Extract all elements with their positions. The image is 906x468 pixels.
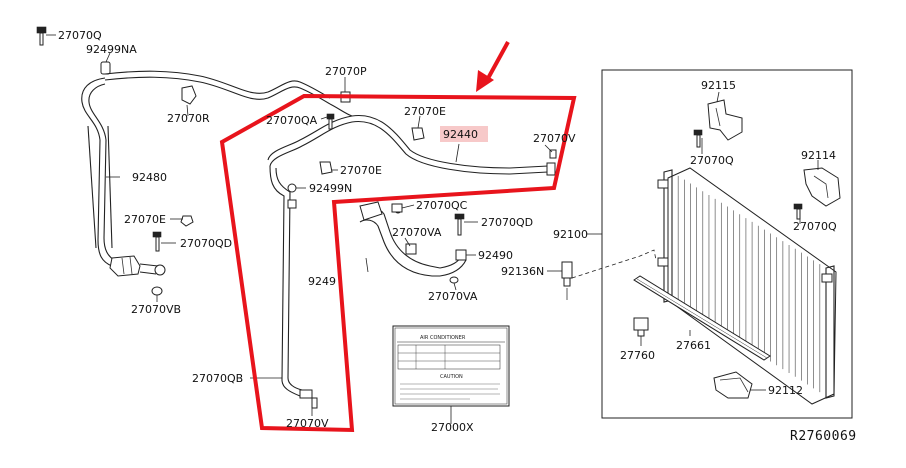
grommet-27070VB [151,286,163,296]
bracket-92112 [713,371,753,399]
label-27070V-bottom: 27070V [286,417,329,430]
clip-27070E-top [411,127,425,141]
label-27070E-mid: 27070E [340,164,382,177]
label-27070V-right: 27070V [533,132,576,145]
bracket-92115 [693,99,743,148]
label-27070Q-mid: 27070Q [690,154,734,167]
bolt-27070V-right [549,149,557,159]
label-27070QD-left: 27070QD [180,237,232,250]
label-27070VB: 27070VB [131,303,181,316]
label-92115: 92115 [701,79,736,92]
label-27661: 27661 [676,339,711,352]
label-92100: 92100 [553,228,588,241]
bolt-27070QD [454,213,465,236]
bolt-27070Q-top [36,26,47,46]
clip-92499NA [100,61,111,75]
label-27070QD: 27070QD [481,216,533,229]
label-92440-highlight [440,126,488,142]
bolt-27070QD-left [152,231,162,252]
label-27070VA-1: 27070VA [392,226,442,239]
part-labels: 27070Q 92499NA 27070R 27070P 27070QA 270… [58,29,837,434]
label-92499N: 92499N [309,182,352,195]
highlight-outline-92440 [219,93,577,433]
clip-27070R [181,85,197,105]
label-27760: 27760 [620,349,655,362]
clip-27760 [633,317,649,337]
label-92112: 92112 [768,384,803,397]
label-92440: 92440 [443,128,478,141]
label-92490-a: 92490 [478,249,513,262]
label-27070E-left: 27070E [124,213,166,226]
bolt-27070QA [326,113,335,130]
label-92114: 92114 [801,149,836,162]
fitting-92480-bottom [109,255,166,277]
label-92136N: 92136N [501,265,544,278]
label-27070QB: 27070QB [192,372,243,385]
label-27000X: 27000X [431,421,474,434]
caution-label-27000X: AIR CONDITIONER CAUTION [392,325,510,407]
label-27070QC: 27070QC [416,199,468,212]
label-27070QA: 27070QA [266,114,318,127]
condenser-assembly-92100 [561,69,853,419]
label-27070VA-2: 27070VA [428,290,478,303]
condenser-frame [601,69,853,419]
reference-code: R2760069 [790,429,857,444]
label-27070Q-right: 27070Q [793,220,837,233]
label-92499NA: 92499NA [86,43,137,56]
clip-27070E-left [180,215,194,227]
label-92480: 92480 [132,171,167,184]
sensor-92136N [561,261,573,300]
highlight-arrow [476,41,510,92]
label-27070Q-top: 27070Q [58,29,102,42]
bracket-92114 [793,167,841,220]
label-27070R: 27070R [167,112,210,125]
clip-27070E-mid [319,161,333,175]
caution-label-title: AIR CONDITIONER [420,335,466,341]
hose-assembly-92480 [36,26,331,296]
label-27070P: 27070P [325,65,367,78]
caution-label-caution: CAUTION [440,374,463,380]
label-92490-b: 9249 [308,275,336,288]
clip-27070QC [391,203,403,213]
hose-assembly-92490 [359,201,467,284]
label-27070E-top: 27070E [404,105,446,118]
